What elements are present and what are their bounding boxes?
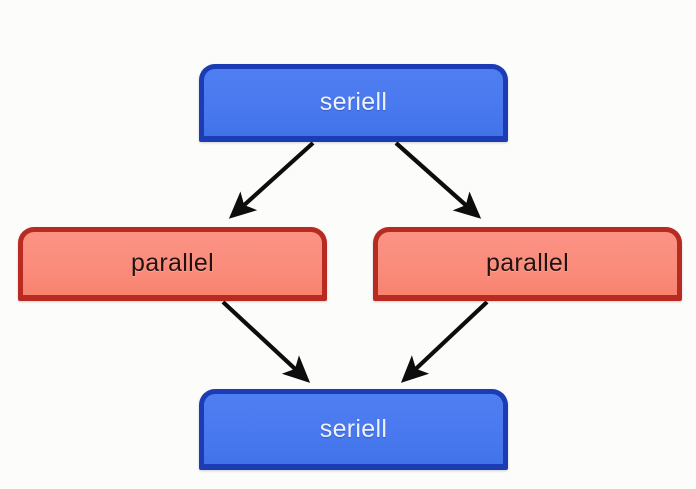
node-seriell-bottom[interactable]: seriell: [199, 389, 508, 470]
node-seriell-top-label: seriell: [319, 88, 388, 116]
edge-right-to-bottom: [400, 300, 489, 383]
edge-top-to-right: [394, 141, 482, 219]
node-seriell-bottom-label: seriell: [319, 414, 388, 443]
node-parallel-right-label: parallel: [485, 249, 569, 277]
node-parallel-left-label: parallel: [130, 249, 214, 277]
edge-left-to-bottom: [221, 300, 311, 383]
node-seriell-top[interactable]: seriell: [199, 64, 508, 142]
edge-top-to-left: [228, 141, 315, 219]
node-parallel-right[interactable]: parallel: [373, 227, 682, 301]
node-parallel-left[interactable]: parallel: [18, 227, 327, 301]
